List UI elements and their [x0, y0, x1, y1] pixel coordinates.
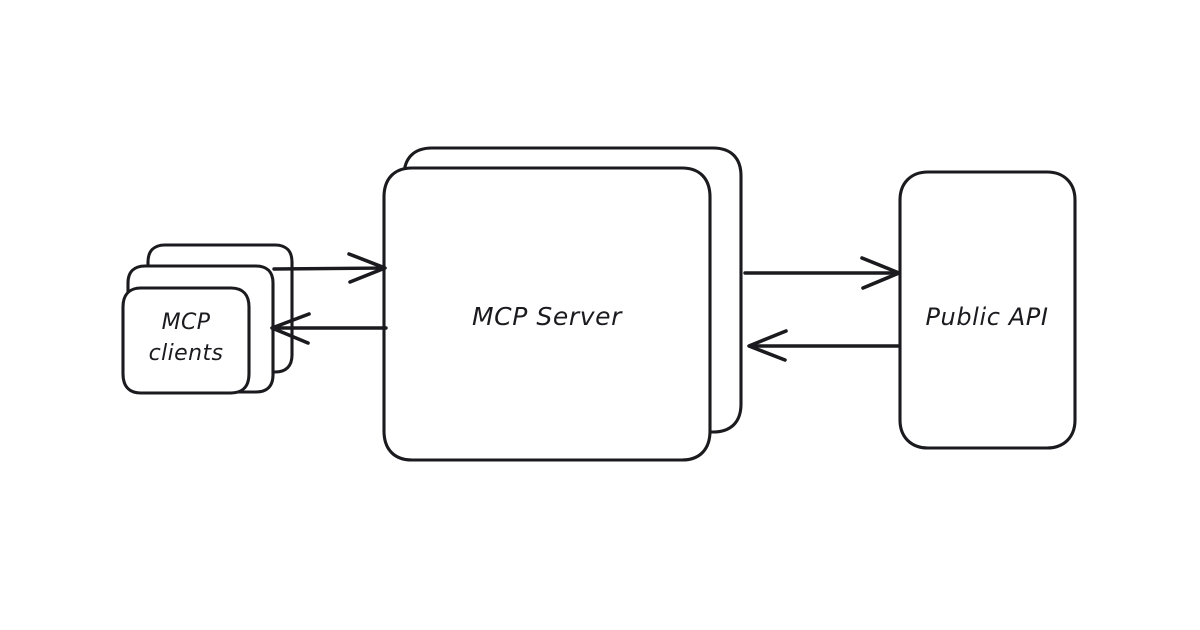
- public-api-box: [898, 170, 1077, 450]
- mcp-server-stack-layer-1: [382, 166, 712, 462]
- mcp-clients-label-line1: MCP: [162, 310, 211, 335]
- node-mcp-clients[interactable]: MCP clients: [121, 243, 294, 395]
- node-public-api[interactable]: Public API: [898, 170, 1077, 450]
- edge-api-to-server[interactable]: [747, 329, 900, 362]
- mcp-clients-stack-layer-1: [121, 286, 251, 395]
- mcp-server-label: MCP Server: [472, 302, 623, 331]
- node-mcp-server[interactable]: MCP Server: [382, 146, 743, 462]
- mcp-clients-label-line2: clients: [149, 341, 224, 366]
- edge-clients-to-server[interactable]: [272, 252, 387, 284]
- public-api-label: Public API: [925, 303, 1048, 331]
- edge-server-to-api[interactable]: [743, 256, 901, 290]
- edge-clients-to-server-line: [272, 266, 386, 271]
- edge-clients-to-server-arrowhead: [347, 252, 387, 284]
- edge-server-to-clients[interactable]: [270, 312, 388, 345]
- edge-server-to-api-arrowhead: [860, 256, 901, 290]
- edge-api-to-server-arrowhead: [747, 329, 788, 362]
- edge-server-to-clients-arrowhead: [270, 312, 311, 345]
